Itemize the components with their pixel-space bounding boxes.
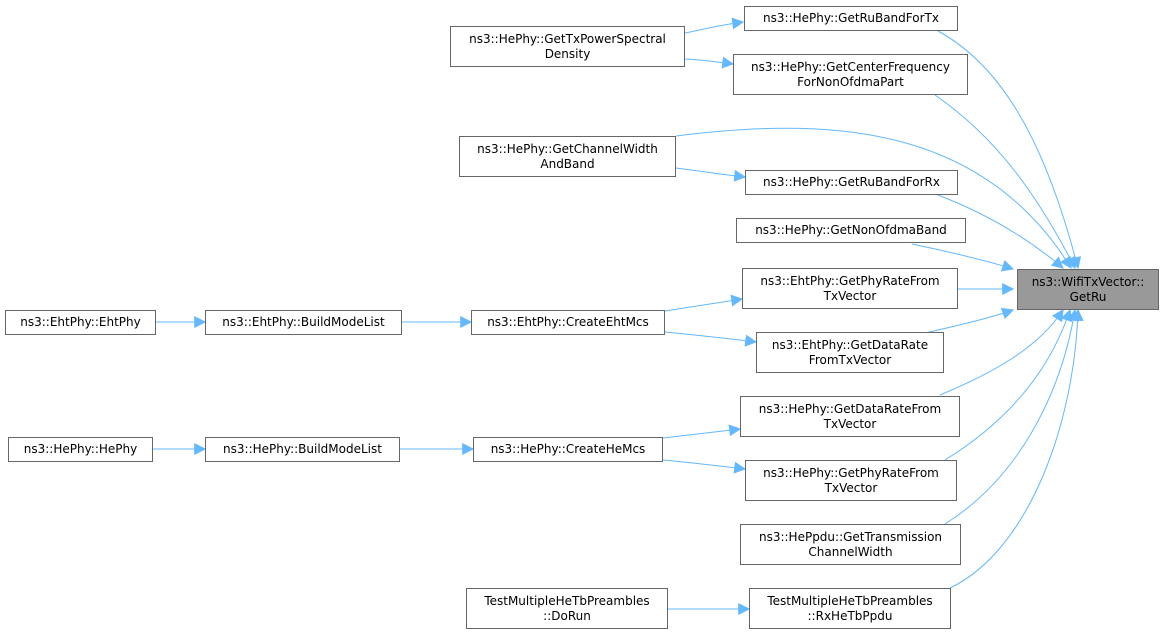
node-hephy-getrubandforrx[interactable]: ns3::HePhy::GetRuBandForRx	[745, 170, 958, 195]
node-label-line2: ::RxHeTbPpdu	[807, 608, 893, 623]
node-label-line2: Density	[544, 46, 591, 61]
node-label-line2: TxVector	[823, 416, 877, 431]
node-label-line2: GetRu	[1069, 289, 1107, 304]
node-hephy-hephy[interactable]: ns3::HePhy::HePhy	[8, 437, 153, 462]
node-label-line2: ::DoRun	[543, 608, 591, 623]
node-heppdu-gettransmissionchannelwidth[interactable]: ns3::HePpdu::GetTransmission ChannelWidt…	[740, 524, 961, 565]
edge-channelwidth-to-getrubandforrx	[675, 167, 747, 182]
edge-createhemcs-to-hegetdatarate	[662, 424, 742, 439]
node-label-line1: ns3::HePpdu::GetTransmission	[758, 529, 943, 544]
node-label-line2: FromTxVector	[808, 352, 892, 367]
edge-createehtmcs-to-ehtgetdatarate	[664, 331, 758, 347]
node-wifitxvector-getru: ns3::WifiTxVector:: GetRu	[1017, 269, 1159, 310]
edge-rxhetbppdu-to-getru	[949, 308, 1084, 589]
node-label-line1: ns3::HePhy::BuildModeList	[223, 442, 382, 456]
node-label-line1: ns3::HePhy::GetPhyRateFrom	[763, 465, 939, 480]
node-hephy-getphyratefromtxvector[interactable]: ns3::HePhy::GetPhyRateFrom TxVector	[745, 460, 957, 501]
edge-txpower-to-getrubandfortx	[684, 17, 745, 34]
node-label-line1: ns3::HePhy::GetRuBandForTx	[763, 11, 939, 25]
edge-centerfrequency-to-getru	[934, 94, 1076, 270]
node-label-line1: ns3::HePhy::GetDataRateFrom	[758, 401, 942, 416]
node-hephy-createhemcs[interactable]: ns3::HePhy::CreateHeMcs	[473, 437, 663, 462]
edge-createhemcs-to-hegetphyrate	[662, 459, 747, 474]
node-label-line1: TestMultipleHeTbPreambles	[767, 593, 933, 608]
edge-getrubandforrx-to-getru	[937, 194, 1064, 269]
node-ehtphy-buildmodelist[interactable]: ns3::EhtPhy::BuildModeList	[205, 310, 402, 335]
node-hephy-getdataratefromtxvector[interactable]: ns3::HePhy::GetDataRateFrom TxVector	[740, 396, 960, 437]
edge-ehtgetdatarate-to-getru	[924, 307, 1015, 334]
node-hephy-getchannelwidthandband[interactable]: ns3::HePhy::GetChannelWidth AndBand	[459, 136, 676, 177]
edge-createehtmcs-to-ehtgetphyrate	[664, 294, 744, 312]
node-hephy-getrubandfortx[interactable]: ns3::HePhy::GetRuBandForTx	[744, 6, 958, 31]
node-ehtphy-getdataratefromtxvector[interactable]: ns3::EhtPhy::GetDataRate FromTxVector	[756, 332, 944, 373]
node-label-line1: ns3::HePhy::GetChannelWidth	[477, 141, 658, 156]
node-label-line1: ns3::HePhy::CreateHeMcs	[490, 442, 646, 456]
node-label-line1: ns3::HePhy::HePhy	[23, 442, 138, 456]
node-label-line1: ns3::EhtPhy::EhtPhy	[20, 315, 141, 329]
node-testmultiplehetbpreambles-rxhetbppdu[interactable]: TestMultipleHeTbPreambles ::RxHeTbPpdu	[749, 588, 951, 629]
node-hephy-getcenterfrequencyfornonofdmapart[interactable]: ns3::HePhy::GetCenterFrequency ForNonOfd…	[733, 54, 968, 95]
node-ehtphy-createehtmcs[interactable]: ns3::EhtPhy::CreateEhtMcs	[471, 310, 665, 335]
node-label-line2: AndBand	[540, 156, 595, 171]
edge-hegetdatarate-to-getru	[939, 308, 1064, 396]
node-label-line1: ns3::EhtPhy::CreateEhtMcs	[487, 315, 649, 329]
node-label-line1: ns3::HePhy::GetNonOfdmaBand	[755, 223, 947, 237]
node-label-line1: ns3::EhtPhy::BuildModeList	[222, 315, 385, 329]
node-label-line1: ns3::EhtPhy::GetPhyRateFrom	[760, 273, 940, 288]
node-hephy-buildmodelist[interactable]: ns3::HePhy::BuildModeList	[205, 437, 400, 462]
node-label-line2: TxVector	[824, 480, 878, 495]
node-hephy-getnonofdmaband[interactable]: ns3::HePhy::GetNonOfdmaBand	[736, 218, 966, 243]
node-label-line1: ns3::HePhy::GetCenterFrequency	[751, 59, 950, 74]
node-ehtphy-getphyratefromtxvector[interactable]: ns3::EhtPhy::GetPhyRateFrom TxVector	[742, 268, 958, 309]
edge-getnonofdmaband-to-getru	[911, 243, 1015, 272]
node-testmultiplehetbpreambles-dorun[interactable]: TestMultipleHeTbPreambles ::DoRun	[466, 588, 668, 629]
node-label-line1: ns3::HePhy::GetRuBandForRx	[763, 175, 940, 189]
edge-getrubandfortx-to-getru	[937, 30, 1082, 270]
edge-hegetphyrate-to-getru	[944, 308, 1073, 461]
node-label-line1: ns3::EhtPhy::GetDataRate	[771, 337, 929, 352]
node-ehtphy-ehtphy[interactable]: ns3::EhtPhy::EhtPhy	[5, 310, 156, 335]
node-label-line1: ns3::WifiTxVector::	[1031, 274, 1145, 289]
node-label-line1: ns3::HePhy::GetTxPowerSpectral	[469, 31, 666, 46]
node-label-line1: TestMultipleHeTbPreambles	[484, 593, 650, 608]
node-hephy-gettxpowerspectraldensity[interactable]: ns3::HePhy::GetTxPowerSpectral Density	[450, 26, 685, 67]
edge-txpower-to-centerfrequency	[684, 56, 735, 69]
node-label-line2: ChannelWidth	[808, 544, 893, 559]
node-label-line2: ForNonOfdmaPart	[797, 74, 904, 89]
edge-channelwidthandband-to-getru	[675, 127, 1072, 270]
edge-heppdu-to-getru	[944, 308, 1080, 525]
node-label-line2: TxVector	[823, 288, 877, 303]
